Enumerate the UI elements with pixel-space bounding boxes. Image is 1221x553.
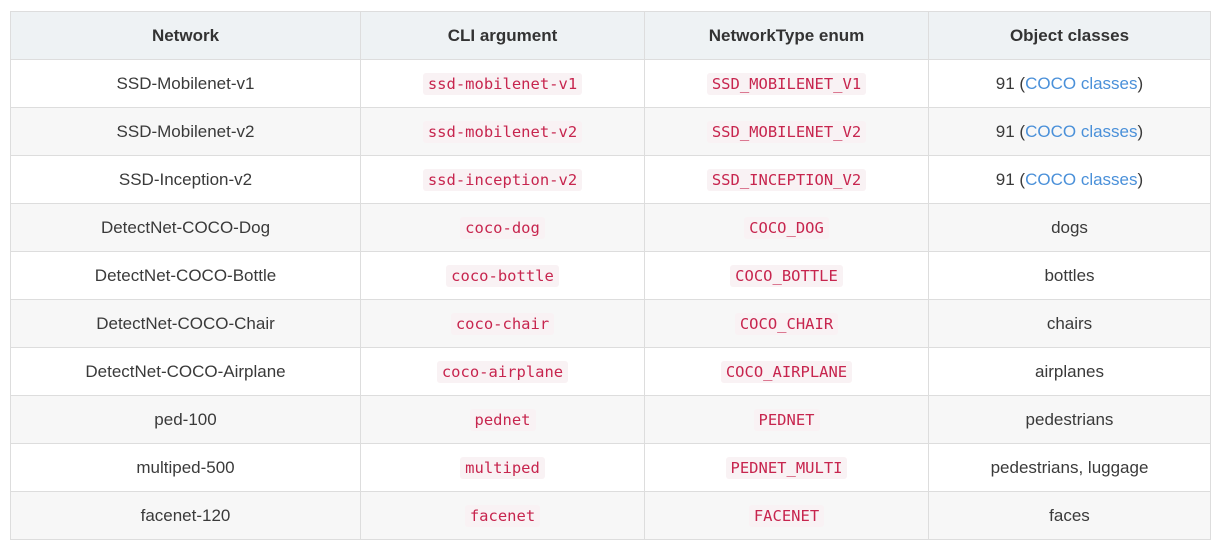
table-row: DetectNet-COCO-Airplane coco-airplane CO… — [10, 347, 1211, 396]
table-row: DetectNet-COCO-Bottle coco-bottle COCO_B… — [10, 251, 1211, 300]
cli-cell: ssd-mobilenet-v2 — [360, 107, 645, 156]
classes-prefix: 91 ( — [995, 169, 1026, 189]
classes-suffix: ) — [1137, 121, 1144, 141]
network-cell: DetectNet-COCO-Dog — [10, 203, 361, 252]
cli-cell: pednet — [360, 395, 645, 444]
table-header: Network CLI argument NetworkType enum Ob… — [10, 11, 1211, 60]
cli-code: facenet — [464, 504, 541, 527]
classes-suffix: ) — [1137, 73, 1144, 93]
network-cell: facenet-120 — [10, 491, 361, 540]
cli-code: coco-bottle — [446, 264, 559, 287]
classes-cell: faces — [928, 491, 1211, 540]
network-cell: multiped-500 — [10, 443, 361, 492]
coco-classes-link[interactable]: COCO classes — [1025, 73, 1138, 93]
cli-cell: coco-bottle — [360, 251, 645, 300]
enum-code: PEDNET — [753, 408, 820, 431]
network-cell: SSD-Mobilenet-v1 — [10, 59, 361, 108]
header-row: Network CLI argument NetworkType enum Ob… — [10, 11, 1211, 60]
classes-cell: 91 (COCO classes) — [928, 155, 1211, 204]
coco-classes-link[interactable]: COCO classes — [1025, 121, 1138, 141]
enum-code: COCO_CHAIR — [734, 312, 839, 335]
network-cell: DetectNet-COCO-Airplane — [10, 347, 361, 396]
classes-cell: bottles — [928, 251, 1211, 300]
classes-cell: pedestrians — [928, 395, 1211, 444]
models-table: Network CLI argument NetworkType enum Ob… — [10, 11, 1211, 540]
enum-code: COCO_BOTTLE — [730, 264, 843, 287]
enum-code: PEDNET_MULTI — [725, 456, 848, 479]
network-cell: SSD-Inception-v2 — [10, 155, 361, 204]
cli-cell: coco-dog — [360, 203, 645, 252]
table-row: facenet-120 facenet FACENET faces — [10, 491, 1211, 540]
table-row: DetectNet-COCO-Dog coco-dog COCO_DOG dog… — [10, 203, 1211, 252]
enum-cell: PEDNET_MULTI — [644, 443, 929, 492]
coco-classes-link[interactable]: COCO classes — [1025, 169, 1138, 189]
cli-code: coco-chair — [450, 312, 555, 335]
classes-cell: airplanes — [928, 347, 1211, 396]
table-row: SSD-Mobilenet-v2 ssd-mobilenet-v2 SSD_MO… — [10, 107, 1211, 156]
enum-code: SSD_MOBILENET_V2 — [706, 120, 867, 143]
network-cell: DetectNet-COCO-Chair — [10, 299, 361, 348]
network-cell: ped-100 — [10, 395, 361, 444]
cli-code: ssd-inception-v2 — [422, 168, 583, 191]
table-row: ped-100 pednet PEDNET pedestrians — [10, 395, 1211, 444]
classes-prefix: 91 ( — [995, 121, 1026, 141]
cli-code: coco-dog — [460, 216, 545, 239]
network-cell: SSD-Mobilenet-v2 — [10, 107, 361, 156]
cli-cell: multiped — [360, 443, 645, 492]
classes-cell: chairs — [928, 299, 1211, 348]
enum-cell: COCO_BOTTLE — [644, 251, 929, 300]
cli-cell: ssd-inception-v2 — [360, 155, 645, 204]
network-cell: DetectNet-COCO-Bottle — [10, 251, 361, 300]
enum-code: COCO_DOG — [744, 216, 829, 239]
header-networktype-enum: NetworkType enum — [644, 11, 929, 60]
classes-cell: pedestrians, luggage — [928, 443, 1211, 492]
classes-prefix: 91 ( — [995, 73, 1026, 93]
cli-code: multiped — [460, 456, 545, 479]
table-row: DetectNet-COCO-Chair coco-chair COCO_CHA… — [10, 299, 1211, 348]
table-row: multiped-500 multiped PEDNET_MULTI pedes… — [10, 443, 1211, 492]
enum-cell: COCO_DOG — [644, 203, 929, 252]
enum-cell: COCO_AIRPLANE — [644, 347, 929, 396]
classes-cell: 91 (COCO classes) — [928, 59, 1211, 108]
classes-suffix: ) — [1137, 169, 1144, 189]
enum-code: FACENET — [748, 504, 825, 527]
enum-cell: SSD_INCEPTION_V2 — [644, 155, 929, 204]
table-body: SSD-Mobilenet-v1 ssd-mobilenet-v1 SSD_MO… — [10, 59, 1211, 540]
enum-cell: SSD_MOBILENET_V1 — [644, 59, 929, 108]
enum-code: SSD_INCEPTION_V2 — [706, 168, 867, 191]
enum-cell: COCO_CHAIR — [644, 299, 929, 348]
enum-code: COCO_AIRPLANE — [720, 360, 853, 383]
header-cli-argument: CLI argument — [360, 11, 645, 60]
header-network: Network — [10, 11, 361, 60]
enum-cell: FACENET — [644, 491, 929, 540]
cli-cell: ssd-mobilenet-v1 — [360, 59, 645, 108]
cli-code: coco-airplane — [436, 360, 569, 383]
cli-code: pednet — [469, 408, 536, 431]
cli-code: ssd-mobilenet-v1 — [422, 72, 583, 95]
classes-cell: dogs — [928, 203, 1211, 252]
classes-cell: 91 (COCO classes) — [928, 107, 1211, 156]
cli-cell: coco-chair — [360, 299, 645, 348]
cli-cell: coco-airplane — [360, 347, 645, 396]
enum-code: SSD_MOBILENET_V1 — [706, 72, 867, 95]
table-row: SSD-Inception-v2 ssd-inception-v2 SSD_IN… — [10, 155, 1211, 204]
header-object-classes: Object classes — [928, 11, 1211, 60]
enum-cell: SSD_MOBILENET_V2 — [644, 107, 929, 156]
cli-cell: facenet — [360, 491, 645, 540]
cli-code: ssd-mobilenet-v2 — [422, 120, 583, 143]
enum-cell: PEDNET — [644, 395, 929, 444]
table-row: SSD-Mobilenet-v1 ssd-mobilenet-v1 SSD_MO… — [10, 59, 1211, 108]
